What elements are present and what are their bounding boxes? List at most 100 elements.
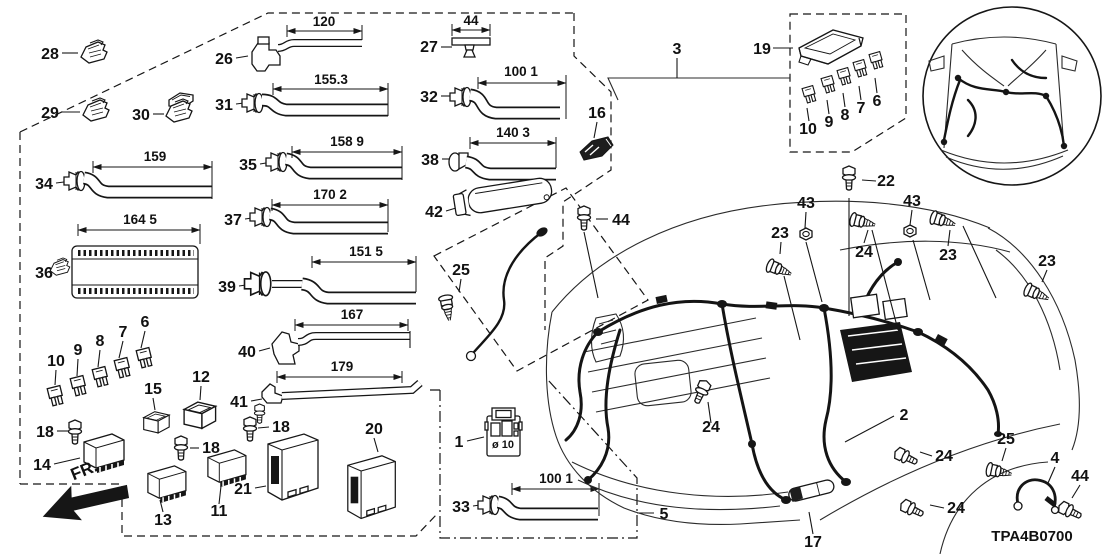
callout-10b: 10	[799, 121, 817, 138]
fuse-icon	[836, 66, 853, 86]
dim-37-value: 170 2	[313, 187, 347, 202]
fuse-icon	[801, 84, 818, 104]
callout-6a: 6	[141, 314, 150, 331]
part-39-subcord: 39 151 5	[218, 244, 417, 305]
part-21-module: 21	[234, 433, 319, 501]
fuse-group-right: 10 9 8 7 6	[799, 50, 885, 138]
callout-5: 5	[660, 506, 669, 523]
callout-14: 14	[33, 457, 51, 474]
connector-icon	[449, 86, 472, 108]
part-1-connector: 1 ø 10	[455, 407, 523, 457]
callout-8a: 8	[96, 333, 105, 350]
part-44a-bolt: 44	[576, 205, 630, 299]
fusebox-cover-icon	[798, 29, 864, 66]
callout-25a: 25	[452, 262, 470, 279]
car-front-outline	[545, 200, 1080, 554]
dim-31-value: 155.3	[314, 72, 348, 87]
module-icon	[147, 465, 187, 504]
callout-7b: 7	[857, 100, 866, 117]
fuse-icon	[91, 365, 110, 388]
bolt-icon	[242, 416, 258, 442]
fuse-icon	[868, 50, 885, 70]
callout-24d: 24	[947, 500, 965, 517]
callout-19: 19	[753, 41, 771, 58]
part-29-clip: 29	[41, 97, 110, 122]
part-24c-bolt: 24	[891, 445, 953, 469]
callout-2: 2	[900, 407, 909, 424]
part-4-ground-cable: 4	[1014, 450, 1060, 514]
callout-18b: 18	[202, 440, 220, 457]
callout-44b: 44	[1071, 468, 1089, 485]
fuse-icon	[135, 346, 154, 369]
callout-43b: 43	[903, 193, 921, 210]
callout-40: 40	[238, 344, 256, 361]
bolt-icon	[576, 205, 592, 231]
dim-41-value: 179	[331, 359, 354, 374]
module-icon	[267, 433, 319, 501]
callout-41: 41	[230, 394, 248, 411]
connector-icon	[249, 206, 272, 228]
callout-11: 11	[211, 503, 228, 520]
dimension-40: 167	[294, 307, 409, 331]
part-24b-bolt: 24	[690, 377, 720, 436]
callout-35: 35	[239, 157, 257, 174]
car-body-outline	[928, 36, 1078, 170]
callout-15: 15	[144, 381, 162, 398]
module-icon	[347, 455, 396, 520]
callout-10a: 10	[47, 353, 65, 370]
part-15-relay: 15	[143, 381, 170, 434]
bolt-icon	[67, 419, 83, 445]
callout-8b: 8	[841, 107, 850, 124]
clip-icon	[80, 39, 108, 64]
dimension-39: 151 5	[311, 244, 417, 292]
callout-37: 37	[224, 212, 242, 229]
dim-26-value: 120	[313, 14, 336, 29]
grommet-icon	[579, 136, 614, 161]
bolt-icon	[1055, 499, 1085, 523]
part-14-module: 14	[33, 433, 125, 474]
part-32-subcord: 32 100 1	[420, 64, 567, 120]
fuse-icon	[113, 356, 132, 379]
part-17-unit: 17	[788, 479, 835, 551]
clip-icon	[49, 257, 71, 276]
connector-1-size: ø 10	[492, 439, 514, 451]
connector-icon	[241, 92, 264, 114]
part-44b-bolt: 44	[1055, 468, 1089, 523]
bolt-icon	[690, 377, 713, 407]
part-31-subcord: 31 155.3	[215, 72, 389, 117]
dimension-37: 170 2	[271, 187, 389, 232]
callout-18a: 18	[36, 424, 54, 441]
part-18c-bolt: 18	[242, 416, 290, 442]
bolt-icon	[847, 211, 878, 233]
dim-33-value: 100 1	[539, 471, 573, 486]
callout-33: 33	[452, 499, 470, 516]
part-27-clip: 27 44	[420, 13, 491, 58]
fuse-icon	[46, 384, 65, 407]
clip-screw-icon	[764, 257, 795, 282]
clip-screw-icon	[984, 461, 1014, 482]
bolt-icon	[891, 445, 921, 469]
part-18a-bolt: 18	[36, 419, 83, 445]
clip-icon	[166, 93, 193, 122]
main-harness	[564, 258, 1002, 504]
dim-32-value: 100 1	[504, 64, 538, 79]
part-33-subcord: 33 100 1	[452, 471, 600, 521]
bolt-icon	[841, 165, 857, 191]
callout-27: 27	[420, 39, 438, 56]
part-18b-bolt: 18	[173, 435, 220, 461]
ground-cable-icon	[1014, 480, 1059, 514]
dimension-27: 44	[451, 13, 491, 36]
connector-icon	[63, 170, 86, 192]
part-43a-nut: 43	[797, 195, 823, 303]
inset-harness	[940, 58, 1068, 150]
callout-26: 26	[215, 51, 233, 68]
part-30-clip: 30	[132, 93, 193, 124]
part-43b-nut: 43	[903, 193, 931, 301]
dim-36-value: 164 5	[123, 212, 157, 227]
relay-icon	[143, 411, 170, 434]
callout-38: 38	[421, 152, 439, 169]
callout-3: 3	[673, 41, 682, 58]
callout-13: 13	[154, 512, 172, 529]
callout-44a: 44	[612, 212, 630, 229]
